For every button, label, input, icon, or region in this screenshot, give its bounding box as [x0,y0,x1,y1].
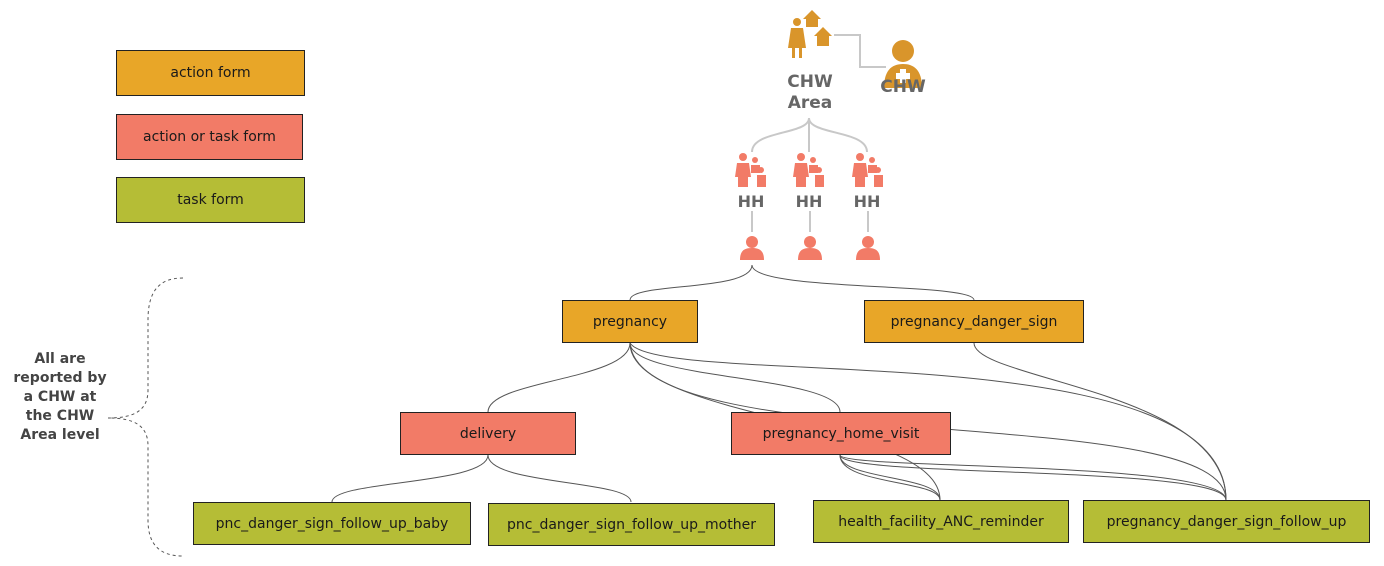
hh-label: HH [795,192,823,211]
legend-action-or-task-form: action or task form [116,114,303,160]
brace-note: All are reported by a CHW at the CHW Are… [13,351,107,443]
form-pregnancy-home-visit: pregnancy_home_visit [731,412,951,455]
form-pregnancy-danger-sign-follow-up: pregnancy_danger_sign_follow_up [1083,500,1370,543]
form-delivery: delivery [400,412,576,455]
form-pnc-danger-sign-follow-up-baby: pnc_danger_sign_follow_up_baby [193,502,471,545]
chw-label: CHW [880,77,926,97]
legend-task-form: task form [116,177,305,223]
hh-label: HH [737,192,765,211]
area-label: CHW Area [787,72,833,113]
form-pregnancy-danger-sign: pregnancy_danger_sign [864,300,1084,343]
legend-action-form: action form [116,50,305,96]
form-health-facility-anc-reminder: health_facility_ANC_reminder [813,500,1069,543]
hh-label: HH [853,192,881,211]
form-pregnancy: pregnancy [562,300,698,343]
form-pnc-danger-sign-follow-up-mother: pnc_danger_sign_follow_up_mother [488,503,775,546]
